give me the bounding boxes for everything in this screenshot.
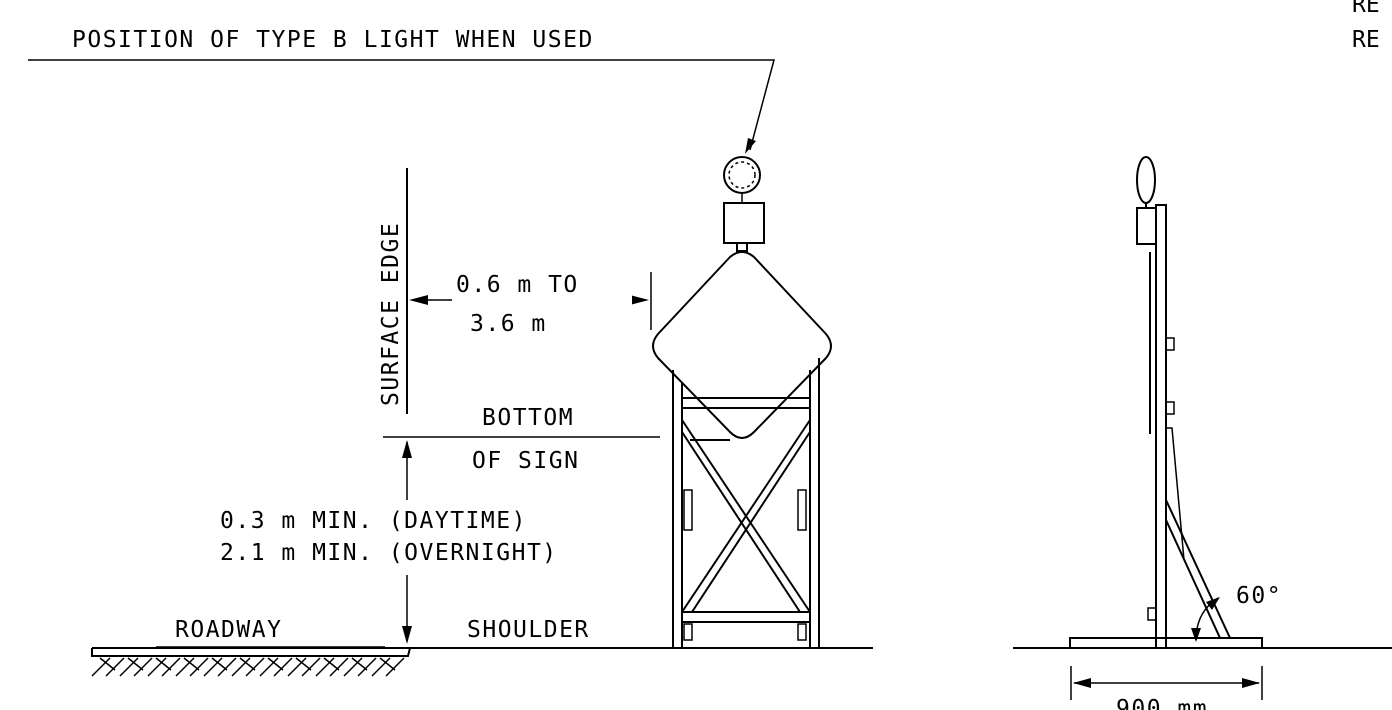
bottom-of-sign-label-1: BOTTOM [482,405,574,431]
bottom-of-sign-label-2: OF SIGN [472,448,579,474]
pavement-hatch [91,657,405,677]
height-overnight-label: 2.1 m MIN. (OVERNIGHT) [220,540,558,566]
light-mount [736,242,748,252]
height-daytime-label: 0.3 m MIN. (DAYTIME) [220,508,527,534]
sign-height-dimension [402,440,412,644]
corner-note-1: RE [1352,0,1380,18]
sign-stand-front [672,358,820,648]
type-b-light-front [723,156,761,203]
side-sign-post [1155,204,1167,649]
surface-edge-label: SURFACE EDGE [378,222,404,406]
shoulder-label: SHOULDER [467,617,590,643]
corner-note-2: RE [1352,27,1380,53]
base-width-label: 900 mm [1116,696,1208,710]
side-light-box [1136,207,1157,245]
lateral-offset-dimension: 0.6 m TO 3.6 m [409,272,652,337]
type-b-light-side [1136,156,1156,204]
diamond-sign [652,251,832,439]
angle-label: 60° [1236,583,1282,609]
lateral-offset-label-1: 0.6 m TO [456,272,579,298]
lateral-offset-label-2: 3.6 m [470,311,547,337]
light-battery-box [723,202,765,244]
side-brace [1165,499,1231,639]
side-view-stand [1013,156,1392,649]
side-base-plate [1069,637,1263,649]
light-callout: POSITION OF TYPE B LIGHT WHEN USED [28,27,775,154]
pavement-edge [91,647,411,657]
roadway-label: ROADWAY [175,617,282,643]
callout-arrowhead [745,138,756,154]
base-width-dimension [1070,666,1263,700]
callout-leader-line [28,59,775,151]
side-brace-2 [1165,519,1221,639]
side-leg-strip [1166,427,1185,561]
light-callout-label: POSITION OF TYPE B LIGHT WHEN USED [72,27,594,53]
